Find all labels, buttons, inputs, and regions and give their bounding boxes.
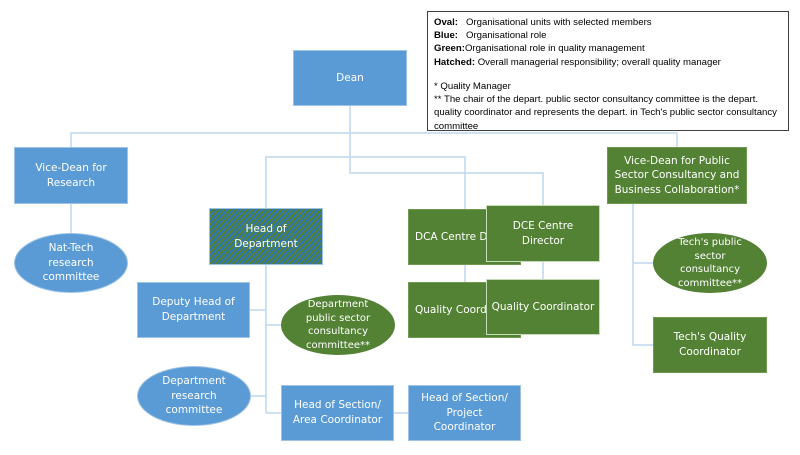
node-head-of-section-project: Head of Section/ Project Coordinator <box>408 385 521 441</box>
node-department-psc-committee: Department public sector consultancy com… <box>281 295 395 355</box>
node-head-of-department: Head of Department <box>209 208 323 265</box>
node-dce-quality-coordinator: Quality Coordinator <box>486 279 600 335</box>
node-dean: Dean <box>293 50 407 106</box>
legend-note-quality-manager: * Quality Manager <box>434 80 511 92</box>
legend-box: Oval: Organisational units with selected… <box>427 11 789 132</box>
legend-row-blue: Blue: Organisational role <box>434 30 547 42</box>
node-deputy-head-of-department: Deputy Head of Department <box>137 282 250 338</box>
legend-row-green: Green:Organisational role in quality man… <box>434 43 645 55</box>
node-department-research-committee: Department research committee <box>137 366 251 426</box>
legend-note-chair: ** The chair of the depart. public secto… <box>434 94 777 132</box>
legend-row-hatched: Hatched: Overall managerial responsibili… <box>434 56 721 68</box>
node-vice-dean-research: Vice-Dean for Research <box>14 147 128 204</box>
node-tech-psc-committee: Tech's public sector consultancy committ… <box>653 233 767 293</box>
node-dce-centre-director: DCE Centre Director <box>486 205 600 262</box>
node-head-of-section-area: Head of Section/ Area Coordinator <box>281 385 394 441</box>
connector-mid-bar <box>265 156 466 209</box>
connector-dean-trunk <box>349 106 544 205</box>
node-vice-dean-psc: Vice-Dean for Public Sector Consultancy … <box>607 147 747 204</box>
legend-row-oval: Oval: Organisational units with selected… <box>434 17 652 28</box>
node-nat-tech-research-committee: Nat-Tech research committee <box>14 233 128 293</box>
node-tech-quality-coordinator: Tech's Quality Coordinator <box>653 317 767 373</box>
connector-vdpsc-spine <box>632 204 653 346</box>
connector-top-bar <box>70 132 678 147</box>
